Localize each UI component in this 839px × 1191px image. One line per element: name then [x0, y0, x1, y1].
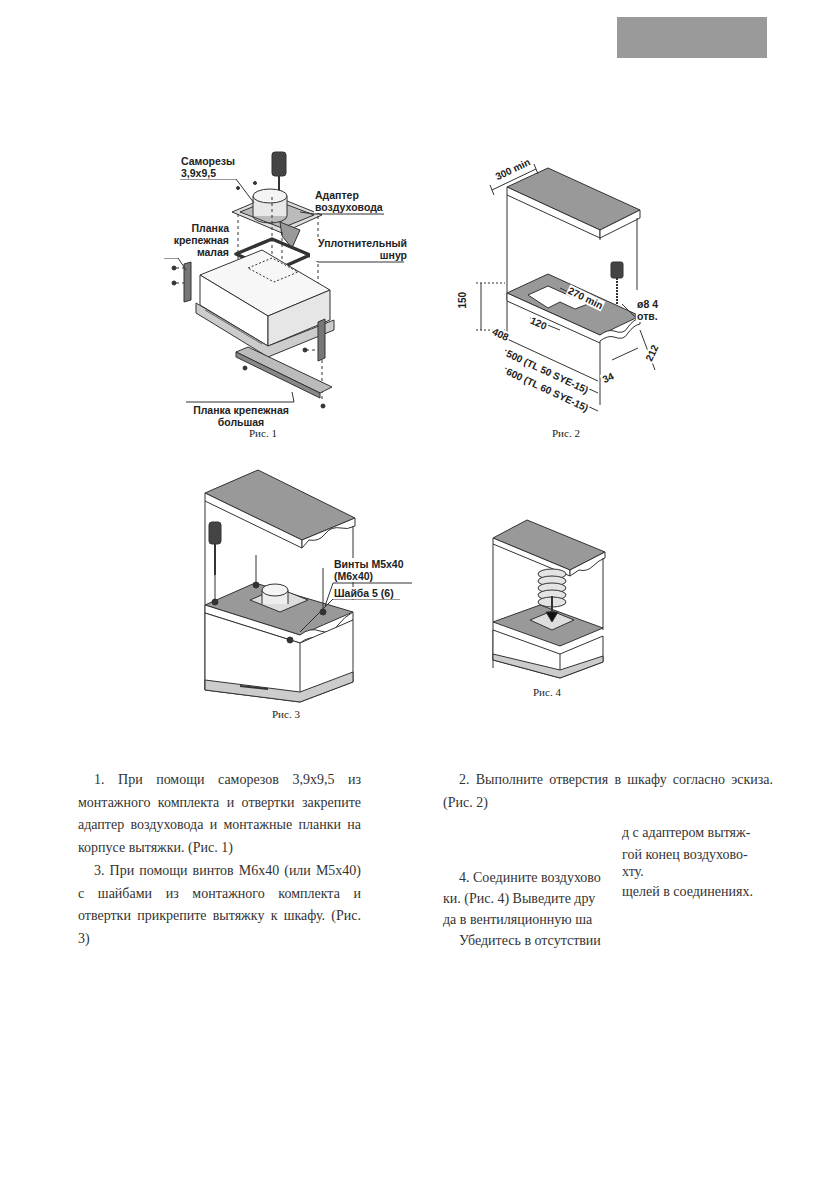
text-fragment: да в вентиляционную ша [443, 910, 592, 930]
dimension: 150 [457, 291, 468, 310]
text-fragment: Убедитесь в отсутствии [459, 931, 601, 951]
page-tab [617, 17, 767, 58]
figure-caption: Рис. 4 [533, 686, 561, 699]
text-fragment: ки. (Рис. 4) Выведите дру [443, 889, 595, 909]
part-label: Планка крепежная большая [184, 404, 298, 428]
figure-caption: Рис. 1 [249, 427, 277, 440]
text-fragment: д с адаптером вытяж- [622, 823, 750, 843]
dimension: 34 [600, 370, 617, 386]
part-label: Уплотнительный шнур [310, 237, 408, 261]
text-fragment: гой конец воздухово- [622, 845, 748, 865]
dimension: 408 [490, 326, 512, 344]
dimension: 300 min [493, 156, 533, 183]
part-label: Саморезы 3,9x9,5 [180, 155, 242, 179]
text-fragment: 4. Соедините воздухово [443, 868, 601, 888]
part-label: Винты M5x40 (M6x40) [333, 558, 417, 582]
part-label: Планка крепежная малая [160, 222, 230, 258]
instruction-step: 1. При помощи саморезов 3,9x9,5 из монта… [78, 769, 361, 859]
part-label: Адаптер воздуховода [314, 189, 396, 213]
figure-caption: Рис. 3 [272, 708, 300, 721]
hole-label: ø8 4 отв. [636, 298, 680, 322]
dimension: 120 [528, 314, 550, 332]
figure-4 [493, 520, 605, 678]
instruction-step: 3. При помощи винтов М6х40 (или М5х40) с… [78, 860, 361, 950]
figure-1 [164, 152, 404, 408]
figure-3 [205, 470, 412, 702]
dimension: 270 min [566, 285, 606, 312]
text-fragment: хту. [622, 862, 644, 882]
figure-caption: Рис. 2 [552, 427, 580, 440]
instruction-step: 2. Выполните отверстия в шкафу согласно … [443, 769, 773, 814]
text-fragment: щелей в соединениях. [622, 882, 753, 902]
part-label: Шайба 5 (6) [333, 587, 415, 599]
dimension: 212 [643, 342, 661, 364]
